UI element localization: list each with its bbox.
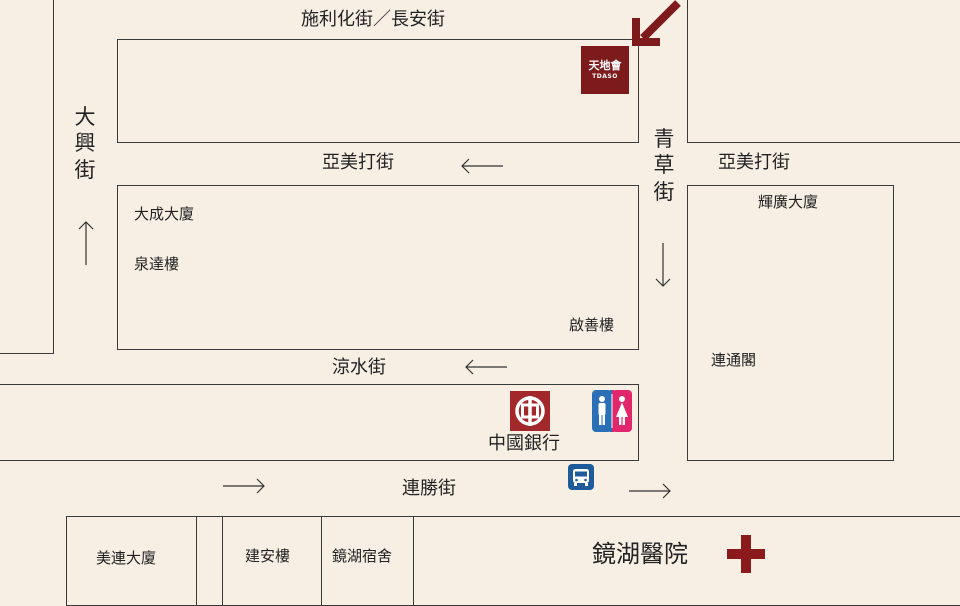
bank-of-china-icon[interactable]: [510, 391, 550, 431]
block-right: [687, 185, 894, 461]
hospital-cross-icon: [727, 535, 765, 573]
traffic-arrow-icon: [78, 221, 94, 265]
bus-icon[interactable]: [568, 464, 594, 490]
traffic-arrow-icon: [655, 243, 671, 287]
street-label-middle-vertical: 青 草 街: [653, 127, 675, 204]
street-label-top: 施利化街／長安街: [301, 9, 445, 30]
building-fai-kwong: 輝廣大廈: [758, 193, 819, 211]
street-label-ya-mei-left: 亞美打街: [322, 152, 394, 173]
toilet-icon[interactable]: [592, 390, 632, 432]
block-top-right: [687, 0, 960, 143]
tdaso-logo-en: TDASO: [592, 73, 618, 80]
traffic-arrow-icon: [461, 158, 503, 174]
building-kai-sin: 啟善樓: [569, 316, 615, 334]
block-top-center: [117, 39, 639, 143]
traffic-arrow-icon: [223, 478, 265, 494]
block-bottom-mei-lin: [66, 516, 197, 606]
bank-label: 中國銀行: [488, 433, 560, 454]
building-lin-tong: 連通閣: [711, 351, 757, 369]
tdaso-logo[interactable]: 天地會 TDASO: [581, 46, 629, 94]
traffic-arrow-icon: [629, 483, 671, 499]
tdaso-logo-cn: 天地會: [588, 59, 622, 72]
street-label-leung-shui: 涼水街: [332, 357, 386, 378]
street-label-lin-seng: 連勝街: [402, 478, 456, 499]
building-hospital: 鏡湖醫院: [592, 540, 688, 568]
block-bottom-kin-on: [222, 516, 322, 606]
location-arrow-icon: [632, 0, 681, 46]
street-label-left-vertical: 大 興 街: [74, 105, 96, 182]
building-mei-lin: 美連大廈: [96, 549, 157, 567]
building-chun-tat: 泉達樓: [134, 255, 180, 273]
block-center: [117, 185, 639, 350]
block-bottom-hospital: [413, 516, 960, 606]
block-left-edge: [0, 0, 54, 354]
traffic-arrow-icon: [465, 359, 507, 375]
street-label-ya-mei-right: 亞美打街: [718, 152, 790, 173]
building-keng-wu-dorm: 鏡湖宿舍: [332, 547, 393, 565]
building-kin-on: 建安樓: [245, 547, 291, 565]
block-bottom-narrow: [196, 516, 223, 606]
building-tai-seng: 大成大廈: [134, 205, 195, 223]
